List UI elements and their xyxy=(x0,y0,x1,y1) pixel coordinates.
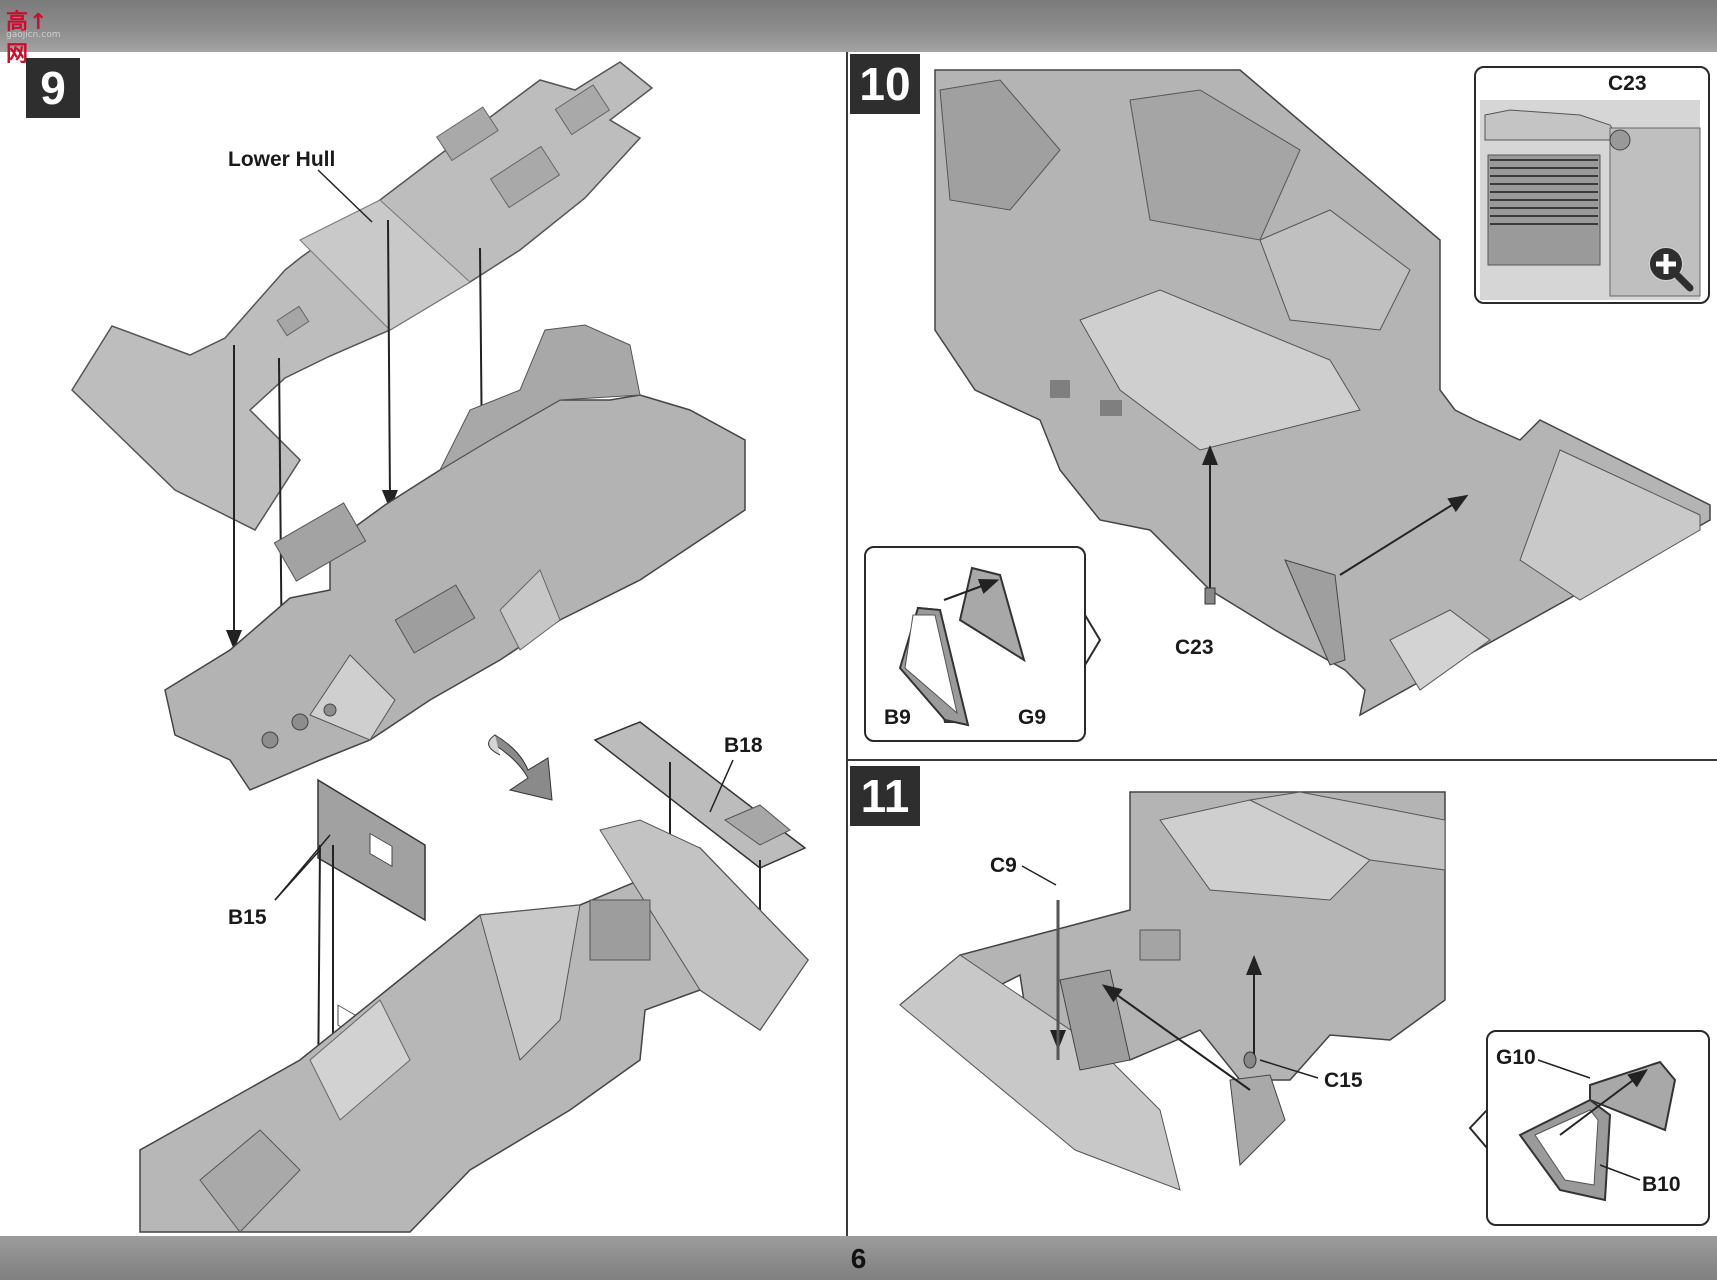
lower-hull-plate xyxy=(71,61,654,531)
watermark-url: gaojicn.com xyxy=(6,30,61,40)
lower-hull-leader xyxy=(317,169,373,223)
label-b15: B15 xyxy=(228,906,267,929)
label-c15: C15 xyxy=(1324,1069,1363,1092)
site-watermark: 高↑网 gaojicn.com xyxy=(6,4,70,67)
inset-g10-b10 xyxy=(1486,1030,1710,1226)
inset-c23-detail xyxy=(1474,66,1710,304)
step-9-badge: 9 xyxy=(26,58,80,118)
hull-step11 xyxy=(899,791,1446,1191)
transition-arrow xyxy=(488,734,553,801)
inset-b9g9-pointer xyxy=(1084,611,1102,669)
label-g10: G10 xyxy=(1496,1046,1536,1069)
label-lower-hull: Lower Hull xyxy=(228,148,336,171)
part-b18 xyxy=(593,721,807,869)
label-c9: C9 xyxy=(990,854,1017,877)
upper-hull-body xyxy=(164,324,746,791)
label-c23: C23 xyxy=(1175,636,1214,659)
label-b10: B10 xyxy=(1642,1173,1681,1196)
page-number: 6 xyxy=(850,1243,867,1274)
c15-part xyxy=(1243,1051,1257,1069)
inset-b9-g9 xyxy=(864,546,1086,742)
step-10-badge: 10 xyxy=(850,54,920,114)
hull-step10 xyxy=(934,69,1711,717)
inset-g10b10-pointer xyxy=(1468,1107,1488,1151)
bottom-frame-bar xyxy=(0,1236,1717,1280)
vertical-divider xyxy=(846,52,848,1236)
label-g9: G9 xyxy=(1018,706,1047,729)
c23-part xyxy=(1204,587,1216,605)
horizontal-divider xyxy=(848,759,1717,761)
completed-hull-step9 xyxy=(139,819,809,1233)
zoom-in-icon xyxy=(1644,242,1694,292)
watermark-logo-text: 高↑网 xyxy=(6,10,49,67)
label-b9: B9 xyxy=(884,706,911,729)
label-b18: B18 xyxy=(724,734,763,757)
step10-arrows xyxy=(1202,445,1469,600)
top-frame-bar xyxy=(0,0,1717,52)
step-11-badge: 11 xyxy=(850,766,920,826)
label-c23-inset: C23 xyxy=(1608,72,1647,95)
g10-b10-parts xyxy=(1518,1059,1677,1202)
b9-g9-parts xyxy=(898,566,1026,727)
